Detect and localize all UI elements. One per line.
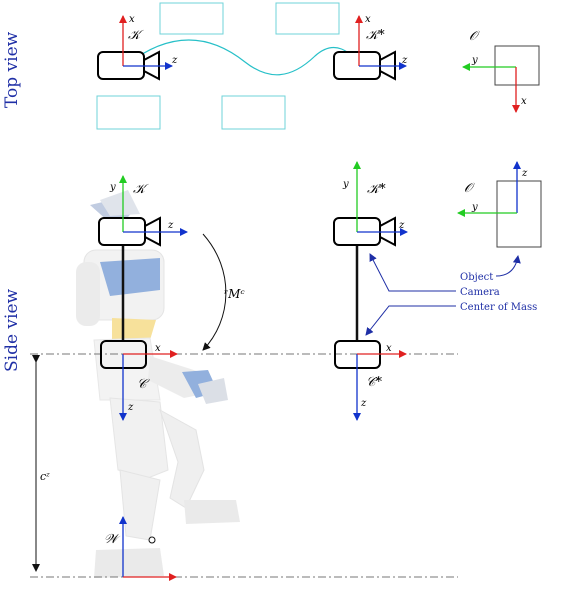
obstacle-4 — [221, 95, 286, 130]
axis-y-label: y — [471, 55, 478, 66]
transform-label: ʳMᶜ — [224, 287, 245, 301]
camera-desired-side: y 𝒦* z — [333, 161, 408, 340]
axis-z-label: z — [127, 402, 134, 413]
annotation-object: Object — [460, 272, 493, 283]
camera-current-side: y 𝒦 z — [98, 175, 188, 340]
annotation-camera: Camera — [460, 287, 500, 298]
axis-x-label: x — [155, 343, 161, 354]
axis-z-label: z — [171, 55, 178, 66]
frame-object-label: 𝒪 — [469, 29, 481, 44]
frame-world-label: 𝒲 — [104, 532, 121, 547]
humanoid-robot-image — [76, 190, 240, 578]
side-view: cᶻ y 𝒦 z x 𝒞 z 𝒲 — [30, 161, 542, 581]
frame-camera-ref-label: 𝒦* — [366, 28, 385, 43]
obstacle-1 — [159, 2, 224, 35]
object-side: 𝒪 y z — [457, 161, 542, 248]
axis-x-label: x — [386, 343, 392, 354]
axis-z-label: z — [360, 398, 367, 409]
com-height-label: cᶻ — [40, 470, 50, 483]
frame-camera-label: 𝒦 — [128, 28, 144, 43]
axis-y-label: y — [471, 202, 478, 213]
frame-object-label: 𝒪 — [464, 181, 476, 196]
annotation-callouts: Object Camera Center of Mass — [365, 253, 537, 336]
axis-z-label: z — [398, 220, 405, 231]
axis-x-label: x — [129, 14, 135, 25]
annotation-com: Center of Mass — [460, 302, 537, 313]
world-frame: 𝒲 — [104, 516, 177, 581]
com-desired: x 𝒞* z — [334, 340, 407, 421]
frame-camera-label: 𝒦 — [133, 182, 149, 197]
axis-z-label: z — [167, 220, 174, 231]
transform-arrow — [202, 233, 227, 351]
camera-current-top: x 𝒦 z — [97, 14, 178, 81]
axis-x-label: x — [521, 96, 527, 107]
axis-z-label: z — [401, 55, 408, 66]
axis-y-label: y — [109, 182, 116, 193]
axis-z-label: z — [521, 168, 528, 179]
obstacle-2 — [275, 2, 340, 35]
axis-x-label: x — [365, 14, 371, 25]
trajectory-curve — [124, 39, 363, 76]
top-view: x 𝒦 z x 𝒦* z 𝒪 y x — [96, 2, 540, 130]
frame-com-ref-label: 𝒞* — [366, 375, 382, 390]
object-top: 𝒪 y x — [462, 29, 540, 113]
frame-camera-ref-label: 𝒦* — [367, 182, 386, 197]
axis-y-label: y — [342, 179, 349, 190]
camera-desired-top: x 𝒦* z — [333, 14, 408, 81]
obstacle-3 — [96, 95, 161, 130]
